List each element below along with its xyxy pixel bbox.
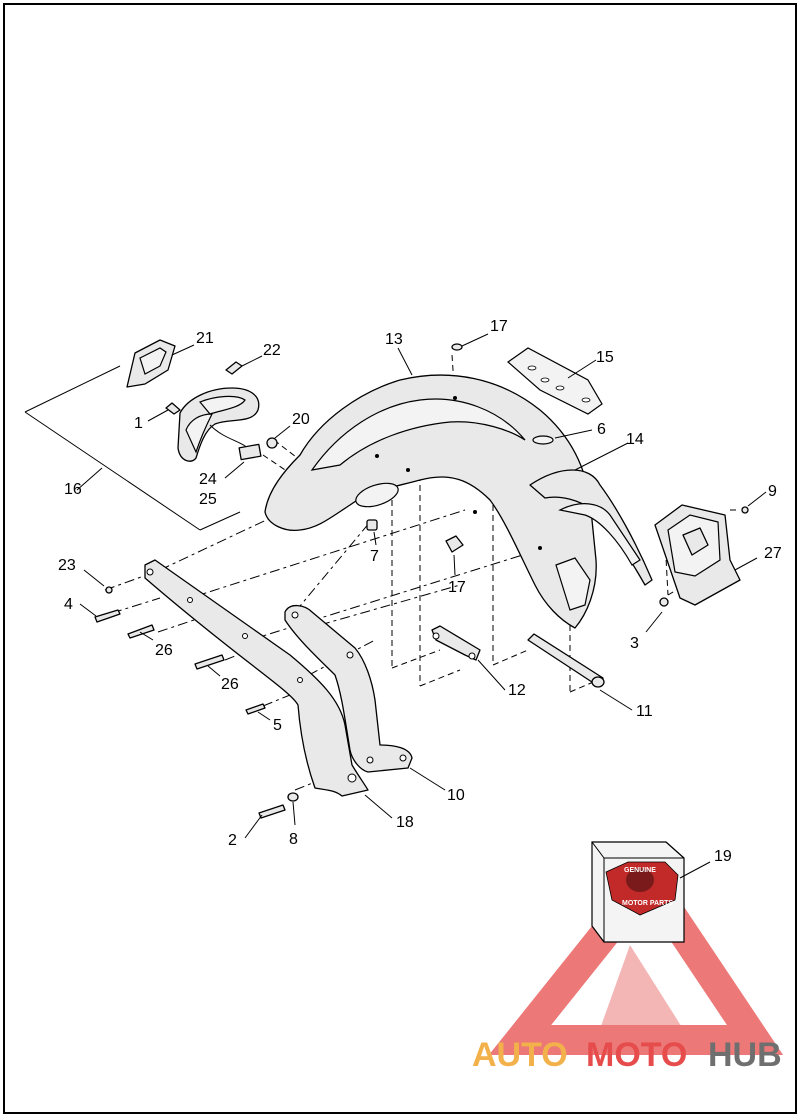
callout-15: 15 — [596, 349, 614, 366]
callout-26-lower: 26 — [221, 676, 239, 693]
callout-17-top: 17 — [490, 318, 508, 335]
callout-25: 25 — [199, 491, 217, 508]
callout-9: 9 — [768, 483, 777, 500]
group-bracket-16 — [24, 365, 241, 531]
callout-12: 12 — [508, 682, 526, 699]
strut-10-part — [284, 604, 413, 773]
callout-19: 19 — [714, 848, 732, 865]
bracket-12-part — [431, 625, 481, 661]
callout-23: 23 — [58, 557, 76, 574]
callout-4: 4 — [64, 596, 73, 613]
callout-21: 21 — [196, 330, 214, 347]
grommet-17-top-part — [451, 343, 463, 351]
nut-20-part — [266, 437, 278, 449]
fasteners — [94, 586, 299, 819]
callout-14: 14 — [626, 431, 644, 448]
plug-6-part — [532, 435, 554, 445]
callout-3: 3 — [630, 635, 639, 652]
callout-7: 7 — [370, 548, 379, 565]
connector-part — [238, 443, 262, 461]
bulb-part — [225, 361, 243, 375]
rod-11-part — [527, 633, 604, 687]
callout-18: 18 — [396, 814, 414, 831]
watermark-inner-triangle-icon — [596, 945, 690, 1040]
callout-26-upper: 26 — [155, 642, 173, 659]
page-border — [3, 3, 797, 1114]
callout-1: 1 — [134, 415, 143, 432]
callout-8: 8 — [289, 831, 298, 848]
screw-1-part — [165, 402, 181, 415]
callout-2: 2 — [228, 832, 237, 849]
callout-labels: 1 2 3 4 5 6 7 8 9 10 11 12 13 14 15 16 1… — [58, 318, 782, 865]
watermark-hub: HUB — [708, 1036, 782, 1074]
callout-27: 27 — [764, 545, 782, 562]
callout-11: 11 — [636, 703, 653, 720]
callout-17-bottom: 17 — [448, 579, 466, 596]
callout-10: 10 — [447, 787, 465, 804]
watermark-moto: MOTO — [586, 1036, 687, 1074]
grommet-7-part — [366, 519, 378, 531]
watermark-text: AUTO MOTO HUB — [472, 1036, 782, 1074]
watermark-auto: AUTO — [472, 1036, 568, 1074]
watermark-triangle-icon — [488, 854, 784, 1055]
callout-20: 20 — [292, 411, 310, 428]
watermark-logo — [488, 854, 784, 1055]
badge-bottom-text: MOTOR PARTS — [622, 900, 673, 907]
callout-6: 6 — [597, 421, 606, 438]
strut-18-part — [144, 559, 369, 797]
callout-5: 5 — [273, 717, 282, 734]
grommet-17-part — [445, 535, 464, 553]
callout-24: 24 — [199, 471, 217, 488]
callout-13: 13 — [385, 331, 403, 348]
callout-22: 22 — [263, 342, 281, 359]
parts-box-19: GENUINE MOTOR PARTS — [591, 841, 685, 943]
callout-16: 16 — [64, 481, 82, 498]
callout-leaders — [76, 333, 767, 879]
badge-top-text: GENUINE — [624, 867, 656, 874]
cover-plate-part — [507, 347, 603, 415]
